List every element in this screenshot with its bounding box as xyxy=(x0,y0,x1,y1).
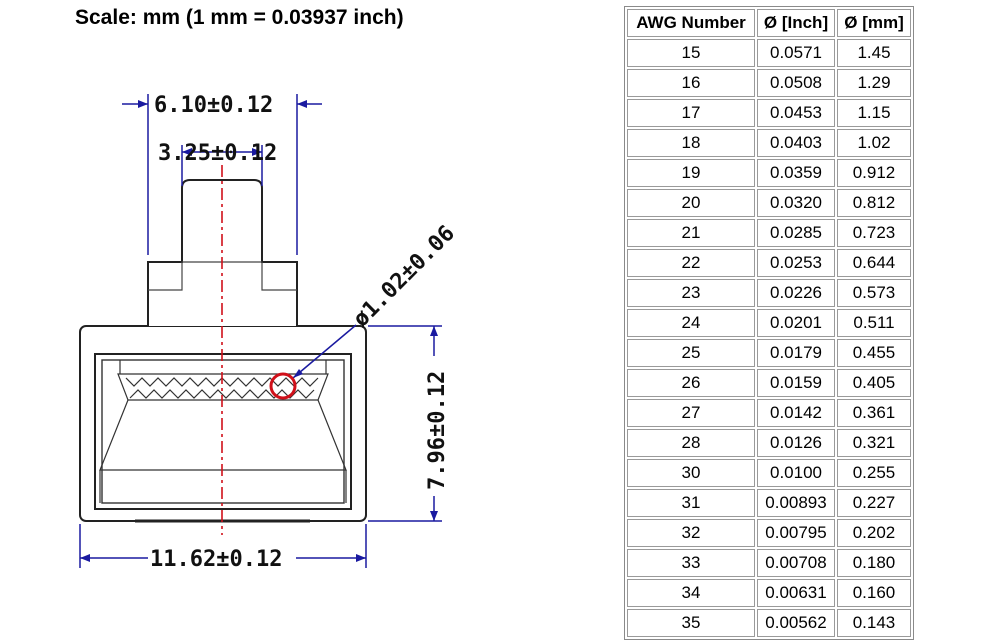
diameter-mm-cell: 0.143 xyxy=(837,609,911,637)
awg-number-cell: 25 xyxy=(627,339,755,367)
header-awg-number: AWG Number xyxy=(627,9,755,37)
diameter-mm-cell: 0.255 xyxy=(837,459,911,487)
diameter-mm-cell: 1.29 xyxy=(837,69,911,97)
diameter-inch-cell: 0.0126 xyxy=(757,429,835,457)
diameter-mm-cell: 0.812 xyxy=(837,189,911,217)
awg-number-cell: 17 xyxy=(627,99,755,127)
header-diameter-inch: Ø [Inch] xyxy=(757,9,835,37)
awg-number-cell: 32 xyxy=(627,519,755,547)
diameter-mm-cell: 0.511 xyxy=(837,309,911,337)
diameter-inch-cell: 0.0453 xyxy=(757,99,835,127)
diameter-inch-cell: 0.0226 xyxy=(757,279,835,307)
awg-number-cell: 16 xyxy=(627,69,755,97)
dim-wire-label: ø1.02±0.06 xyxy=(349,221,460,332)
diameter-mm-cell: 1.02 xyxy=(837,129,911,157)
diameter-inch-cell: 0.00708 xyxy=(757,549,835,577)
diameter-inch-cell: 0.0320 xyxy=(757,189,835,217)
diameter-mm-cell: 1.15 xyxy=(837,99,911,127)
awg-number-cell: 35 xyxy=(627,609,755,637)
awg-number-cell: 30 xyxy=(627,459,755,487)
diameter-mm-cell: 0.573 xyxy=(837,279,911,307)
awg-number-cell: 34 xyxy=(627,579,755,607)
diameter-mm-cell: 0.644 xyxy=(837,249,911,277)
diameter-mm-cell: 0.180 xyxy=(837,549,911,577)
awg-number-cell: 23 xyxy=(627,279,755,307)
awg-number-cell: 31 xyxy=(627,489,755,517)
diameter-inch-cell: 0.0179 xyxy=(757,339,835,367)
scale-title: Scale: mm (1 mm = 0.03937 inch) xyxy=(75,6,404,29)
awg-number-cell: 28 xyxy=(627,429,755,457)
dim-top-inner-label: 3.25±0.12 xyxy=(158,141,277,166)
connector-body xyxy=(79,179,367,523)
dim-bottom-label: 11.62±0.12 xyxy=(150,547,282,572)
diameter-inch-cell: 0.00562 xyxy=(757,609,835,637)
diameter-mm-cell: 0.455 xyxy=(837,339,911,367)
awg-number-cell: 33 xyxy=(627,549,755,577)
awg-number-cell: 22 xyxy=(627,249,755,277)
diameter-inch-cell: 0.0253 xyxy=(757,249,835,277)
diameter-mm-cell: 0.160 xyxy=(837,579,911,607)
diameter-inch-cell: 0.0571 xyxy=(757,39,835,67)
diameter-inch-cell: 0.0201 xyxy=(757,309,835,337)
diameter-mm-cell: 0.321 xyxy=(837,429,911,457)
awg-number-cell: 20 xyxy=(627,189,755,217)
diameter-mm-cell: 0.202 xyxy=(837,519,911,547)
diameter-inch-cell: 0.00631 xyxy=(757,579,835,607)
diameter-inch-cell: 0.0142 xyxy=(757,399,835,427)
awg-number-cell: 15 xyxy=(627,39,755,67)
diameter-inch-cell: 0.0285 xyxy=(757,219,835,247)
dim-top-outer-label: 6.10±0.12 xyxy=(154,93,273,118)
diameter-mm-cell: 0.405 xyxy=(837,369,911,397)
awg-number-cell: 24 xyxy=(627,309,755,337)
diameter-mm-cell: 0.227 xyxy=(837,489,911,517)
diameter-inch-cell: 0.00893 xyxy=(757,489,835,517)
wire-highlight-circle xyxy=(269,372,297,400)
table-header-row: AWG Number Ø [Inch] Ø [mm] xyxy=(627,9,911,37)
dimension-lines xyxy=(79,94,442,568)
awg-number-cell: 19 xyxy=(627,159,755,187)
header-diameter-mm: Ø [mm] xyxy=(837,9,911,37)
diameter-mm-cell: 0.912 xyxy=(837,159,911,187)
diameter-inch-cell: 0.0403 xyxy=(757,129,835,157)
diameter-mm-cell: 0.361 xyxy=(837,399,911,427)
diameter-inch-cell: 0.0159 xyxy=(757,369,835,397)
awg-number-cell: 18 xyxy=(627,129,755,157)
diameter-inch-cell: 0.0508 xyxy=(757,69,835,97)
diameter-inch-cell: 0.00795 xyxy=(757,519,835,547)
diameter-inch-cell: 0.0100 xyxy=(757,459,835,487)
awg-number-cell: 21 xyxy=(627,219,755,247)
dim-right-label: 7.96±0.12 xyxy=(425,371,450,490)
diameter-mm-cell: 0.723 xyxy=(837,219,911,247)
diameter-inch-cell: 0.0359 xyxy=(757,159,835,187)
awg-number-cell: 27 xyxy=(627,399,755,427)
awg-number-cell: 26 xyxy=(627,369,755,397)
connector-drawing: 6.10±0.12 3.25±0.12 11.62±0.12 7.96±0.12… xyxy=(79,93,460,572)
diameter-mm-cell: 1.45 xyxy=(837,39,911,67)
